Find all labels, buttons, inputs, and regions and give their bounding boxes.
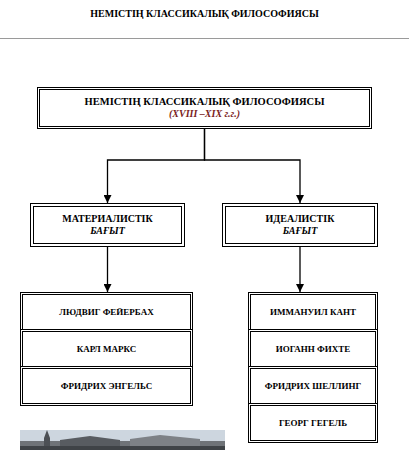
box-label: КАРЛ МАРКС xyxy=(77,344,136,355)
philosopher-box: ИММАНУИЛ КАНТ xyxy=(248,292,378,332)
page-header: НЕМІСТІҢ КЛАССИКАЛЫҚ ФИЛОСОФИЯСЫ xyxy=(0,8,409,19)
box-sublabel: БАҒЫТ xyxy=(283,225,318,237)
box-label: НЕМІСТІҢ КЛАССИКАЛЫҚ ФИЛОСОФИЯСЫ xyxy=(85,96,325,109)
box-label: ФРИДРИХ ЭНГЕЛЬС xyxy=(61,381,152,392)
box-label: ИДЕАЛИСТІК xyxy=(266,213,335,225)
connector-arrow xyxy=(299,247,300,292)
philosopher-box: ФРИДРИХ ЭНГЕЛЬС xyxy=(20,366,193,406)
box-label: ФРИДРИХ ШЕЛЛИНГ xyxy=(265,381,362,392)
box-label: ИММАНУИЛ КАНТ xyxy=(270,307,356,318)
root-box: НЕМІСТІҢ КЛАССИКАЛЫҚ ФИЛОСОФИЯСЫ(XVIII –… xyxy=(37,87,372,129)
box-label: ГЕОРГ ГЕГЕЛЬ xyxy=(279,418,347,429)
connector-arrow xyxy=(205,129,301,203)
photo-sky xyxy=(20,430,225,450)
connector-arrow xyxy=(108,129,205,203)
direction-box: МАТЕРИАЛИСТІКБАҒЫТ xyxy=(30,203,185,247)
box-label: МАТЕРИАЛИСТІК xyxy=(62,213,153,225)
philosopher-box: ФРИДРИХ ШЕЛЛИНГ xyxy=(248,366,378,406)
philosopher-box: ИОГАНН ФИХТЕ xyxy=(248,329,378,369)
philosopher-box: КАРЛ МАРКС xyxy=(20,329,193,369)
box-label: ЛЮДВИГ ФЕЙЕРБАХ xyxy=(59,307,153,318)
direction-box: ИДЕАЛИСТІКБАҒЫТ xyxy=(222,203,378,247)
box-sublabel: БАҒЫТ xyxy=(90,225,125,237)
building-photo xyxy=(20,430,225,450)
header-rule xyxy=(0,38,409,39)
box-label: ИОГАНН ФИХТЕ xyxy=(276,344,351,355)
connector-arrow xyxy=(107,247,108,292)
philosopher-box: ЛЮДВИГ ФЕЙЕРБАХ xyxy=(20,292,193,332)
photo-street xyxy=(20,446,225,450)
philosopher-box: ГЕОРГ ГЕГЕЛЬ xyxy=(248,403,378,443)
box-sublabel: (XVIII –XIX г.г.) xyxy=(169,108,240,120)
